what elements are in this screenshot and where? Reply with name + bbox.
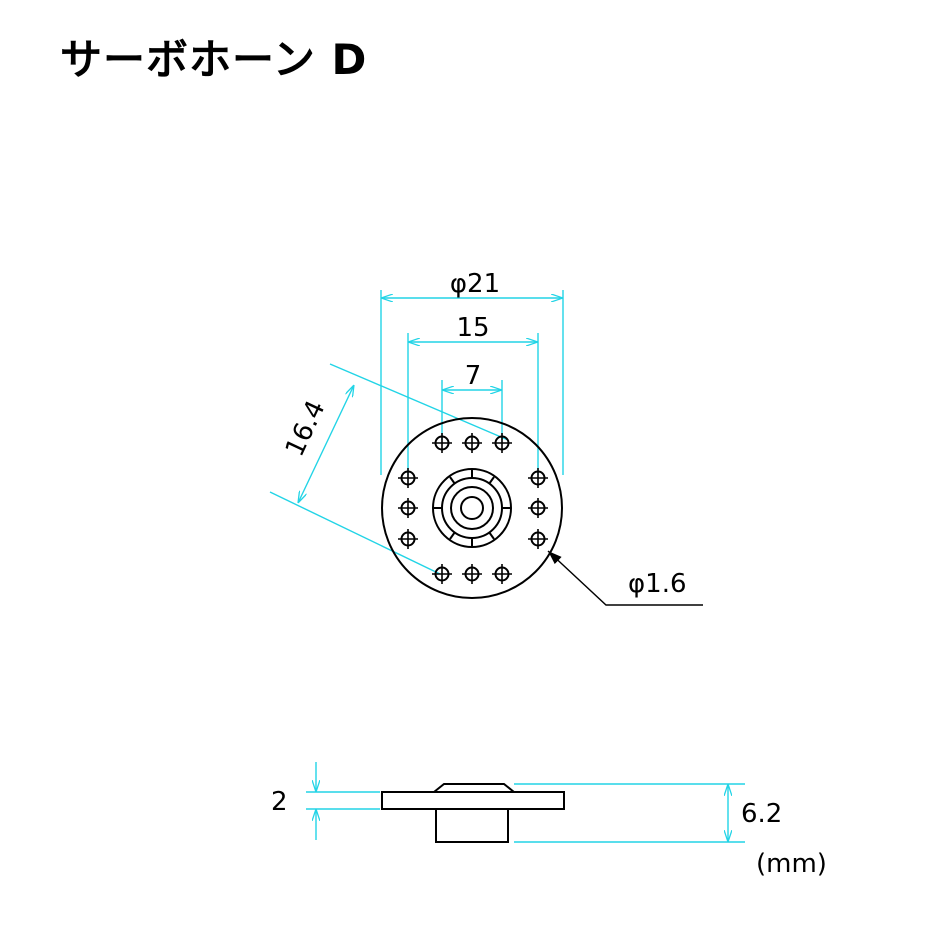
unit-label: (mm) xyxy=(756,849,827,879)
inner-hole-span-label: 7 xyxy=(465,361,482,391)
page-title: サーボホーン D xyxy=(60,35,368,84)
diagonal-span-label: 16.4 xyxy=(280,396,332,461)
hole-diameter-label: φ1.6 xyxy=(628,569,687,599)
outer-diameter-label: φ21 xyxy=(450,269,500,299)
servo-horn-top-view xyxy=(381,417,563,599)
flange-thickness-label: 2 xyxy=(271,787,288,817)
outer-hole-span-label: 15 xyxy=(456,313,489,343)
total-height-label: 6.2 xyxy=(741,799,782,829)
servo-horn-side-view xyxy=(381,783,565,843)
dimension-lines xyxy=(269,290,564,575)
side-dimension-lines xyxy=(306,762,745,843)
hole-diameter-leader xyxy=(547,550,703,606)
